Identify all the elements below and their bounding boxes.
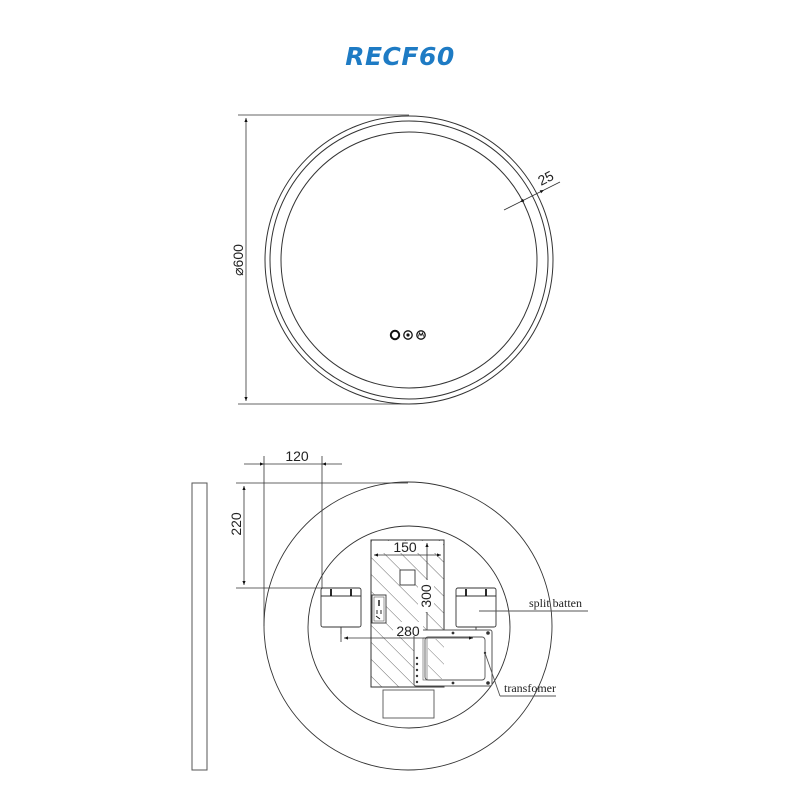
rear-view: 120 220 150 300 bbox=[228, 448, 588, 771]
split-batten-label: split batten bbox=[529, 596, 582, 610]
split-batten-left bbox=[320, 587, 362, 634]
split-batten-callout: split batten bbox=[479, 596, 588, 612]
rear-inner-circle bbox=[307, 525, 511, 729]
junction-box bbox=[399, 569, 416, 586]
offset-120-dimension: 120 bbox=[244, 448, 342, 626]
side-profile bbox=[191, 482, 208, 771]
diameter-label: ⌀600 bbox=[230, 244, 246, 276]
panel-width-label: 150 bbox=[393, 539, 417, 555]
offset-120-label: 120 bbox=[285, 448, 309, 464]
border-width-dimension: 25 bbox=[503, 167, 561, 211]
lower-bracket bbox=[382, 689, 435, 719]
switch-module bbox=[371, 594, 387, 624]
batten-spacing-label: 280 bbox=[396, 623, 420, 639]
power-button-icon bbox=[389, 329, 401, 341]
split-batten-right bbox=[455, 587, 497, 634]
model-title: RECF60 bbox=[345, 42, 455, 71]
demister-button-icon bbox=[416, 330, 426, 340]
offset-220-dimension: 220 bbox=[228, 482, 408, 589]
panel-height-dimension: 300 bbox=[418, 543, 434, 683]
offset-220-label: 220 bbox=[228, 512, 244, 536]
border-width-label: 25 bbox=[535, 167, 556, 188]
front-view: ⌀600 25 bbox=[230, 114, 561, 405]
panel-mask-top bbox=[372, 541, 443, 553]
mirror-led-band-inner bbox=[280, 131, 538, 389]
dimmer-button-icon bbox=[403, 330, 413, 340]
diameter-dimension: ⌀600 bbox=[230, 114, 409, 405]
transformer-callout: transfomer bbox=[484, 652, 556, 697]
panel-width-dimension: 150 bbox=[374, 539, 441, 557]
transformer-label: transfomer bbox=[504, 681, 556, 695]
touch-button-group bbox=[389, 329, 426, 341]
batten-spacing-dimension: 280 bbox=[340, 622, 473, 642]
mirror-frame-ring bbox=[269, 120, 549, 400]
mirror-outer-edge bbox=[264, 115, 554, 405]
panel-height-label: 300 bbox=[418, 584, 434, 608]
